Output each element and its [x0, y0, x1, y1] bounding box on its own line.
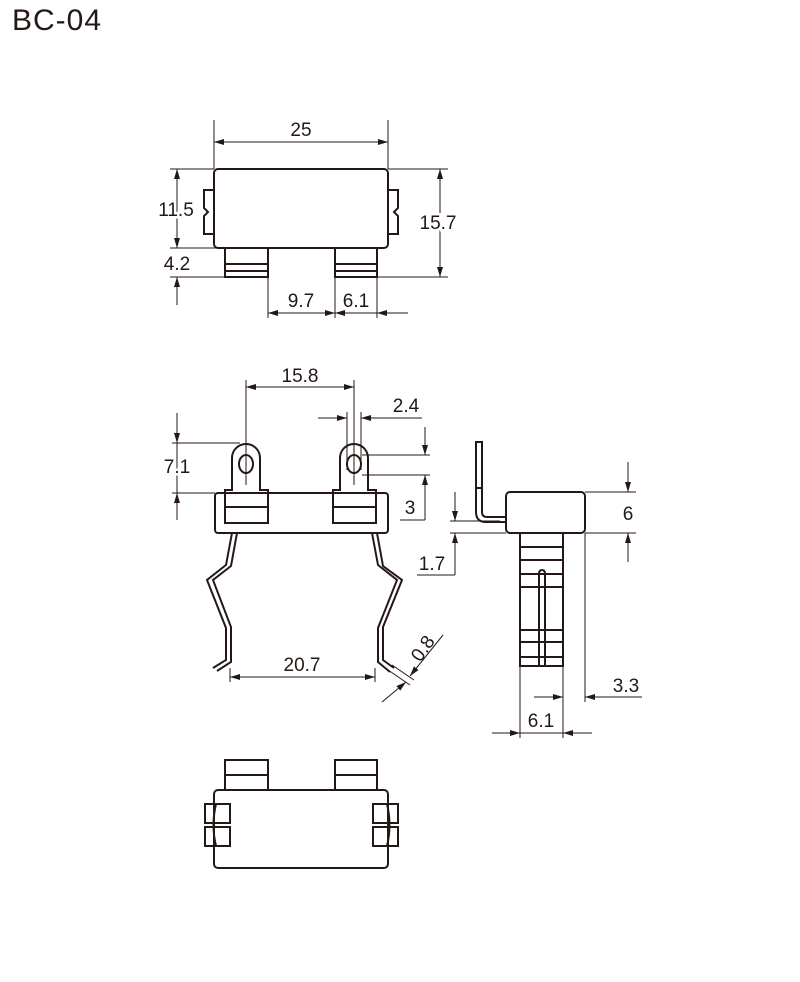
dim-body-height: 11.5 [158, 200, 194, 221]
side-view: 6 3.3 6.1 [475, 441, 642, 738]
dim-lug-height: 7.1 [164, 457, 190, 478]
dim-foot-height: 4.2 [164, 254, 190, 275]
dim-lug-pitch: 15.8 [282, 366, 319, 387]
dim-foot-width: 6.1 [343, 291, 369, 312]
dim-body-height: 6 [623, 504, 634, 525]
bottom-view [204, 759, 399, 869]
dim-foot-gap: 9.7 [288, 291, 314, 312]
drawing-title: BC-04 [12, 4, 103, 37]
dim-width: 25 [290, 120, 311, 141]
dim-leg-width: 6.1 [528, 711, 554, 732]
dim-leg-offset: 3.3 [613, 676, 639, 697]
dim-total-height: 15.7 [420, 213, 457, 234]
dim-hole-to-body: 3 [405, 498, 416, 519]
top-view: 25 15.7 11.5 4.2 9.7 6.1 [156, 120, 459, 318]
dim-clip-span: 20.7 [284, 655, 321, 676]
dim-hole-dia: 2.4 [393, 396, 420, 417]
front-view: 15.8 2.4 7.1 3 1.7 20.7 0.8 [161, 366, 506, 703]
dim-offset: 1.7 [419, 554, 445, 575]
dim-wire-dia: 0.8 [407, 632, 439, 666]
